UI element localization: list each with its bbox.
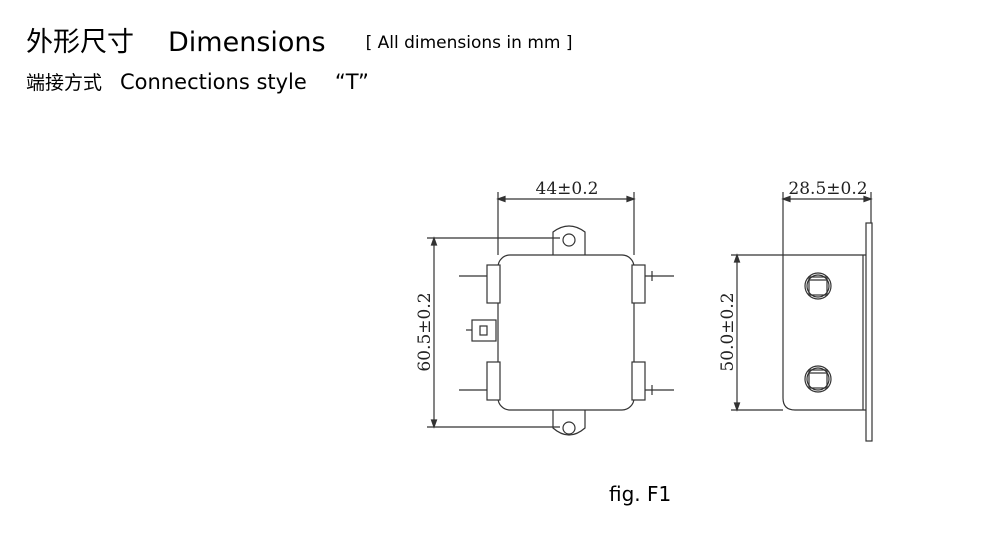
front-body — [497, 254, 635, 411]
side-depth-arrow-right — [863, 195, 873, 203]
front-height-label: 60.5±0.2 — [415, 292, 435, 371]
terminal-socket-top — [804, 272, 832, 300]
figure-caption: fig. F1 — [609, 482, 672, 506]
title-en: Dimensions — [168, 27, 326, 58]
top-mounting-tab — [552, 225, 586, 255]
front-view — [427, 192, 674, 436]
side-mounting-flange — [865, 222, 873, 442]
terminal-block-right-bottom — [631, 361, 646, 401]
side-depth-label: 28.5±0.2 — [788, 179, 867, 199]
side-height-arrow-bottom — [733, 402, 741, 412]
header-line-dimensions: 外形尺寸 Dimensions [ All dimensions in mm ] — [26, 20, 573, 59]
side-height-arrow-top — [733, 253, 741, 263]
front-height-arrow-bottom — [430, 419, 438, 429]
front-width-arrow-left — [496, 195, 506, 203]
side-body — [782, 254, 871, 411]
front-width-arrow-right — [626, 195, 636, 203]
side-view — [731, 192, 873, 442]
terminal-block-left-bottom — [486, 361, 501, 401]
header-line-connections: 端接方式 Connections style “T” — [26, 68, 369, 95]
connections-style-value: “T” — [334, 70, 369, 94]
side-depth-arrow-left — [781, 195, 791, 203]
title-cn: 外形尺寸 — [26, 27, 134, 58]
terminal-block-right-top — [631, 264, 646, 304]
units-note: [ All dimensions in mm ] — [365, 33, 573, 53]
front-height-arrow-top — [430, 236, 438, 246]
terminal-socket-bottom — [804, 365, 832, 393]
bottom-mounting-tab — [552, 409, 586, 436]
top-mounting-hole — [562, 233, 576, 247]
bottom-mounting-hole — [562, 421, 576, 435]
front-width-label: 44±0.2 — [536, 179, 599, 199]
terminal-block-left-top — [486, 264, 501, 304]
ground-terminal — [471, 319, 497, 342]
connections-en: Connections style — [120, 70, 307, 94]
side-height-label: 50.0±0.2 — [718, 292, 738, 371]
connections-cn: 端接方式 — [26, 72, 103, 94]
ground-terminal-slot — [479, 325, 488, 336]
